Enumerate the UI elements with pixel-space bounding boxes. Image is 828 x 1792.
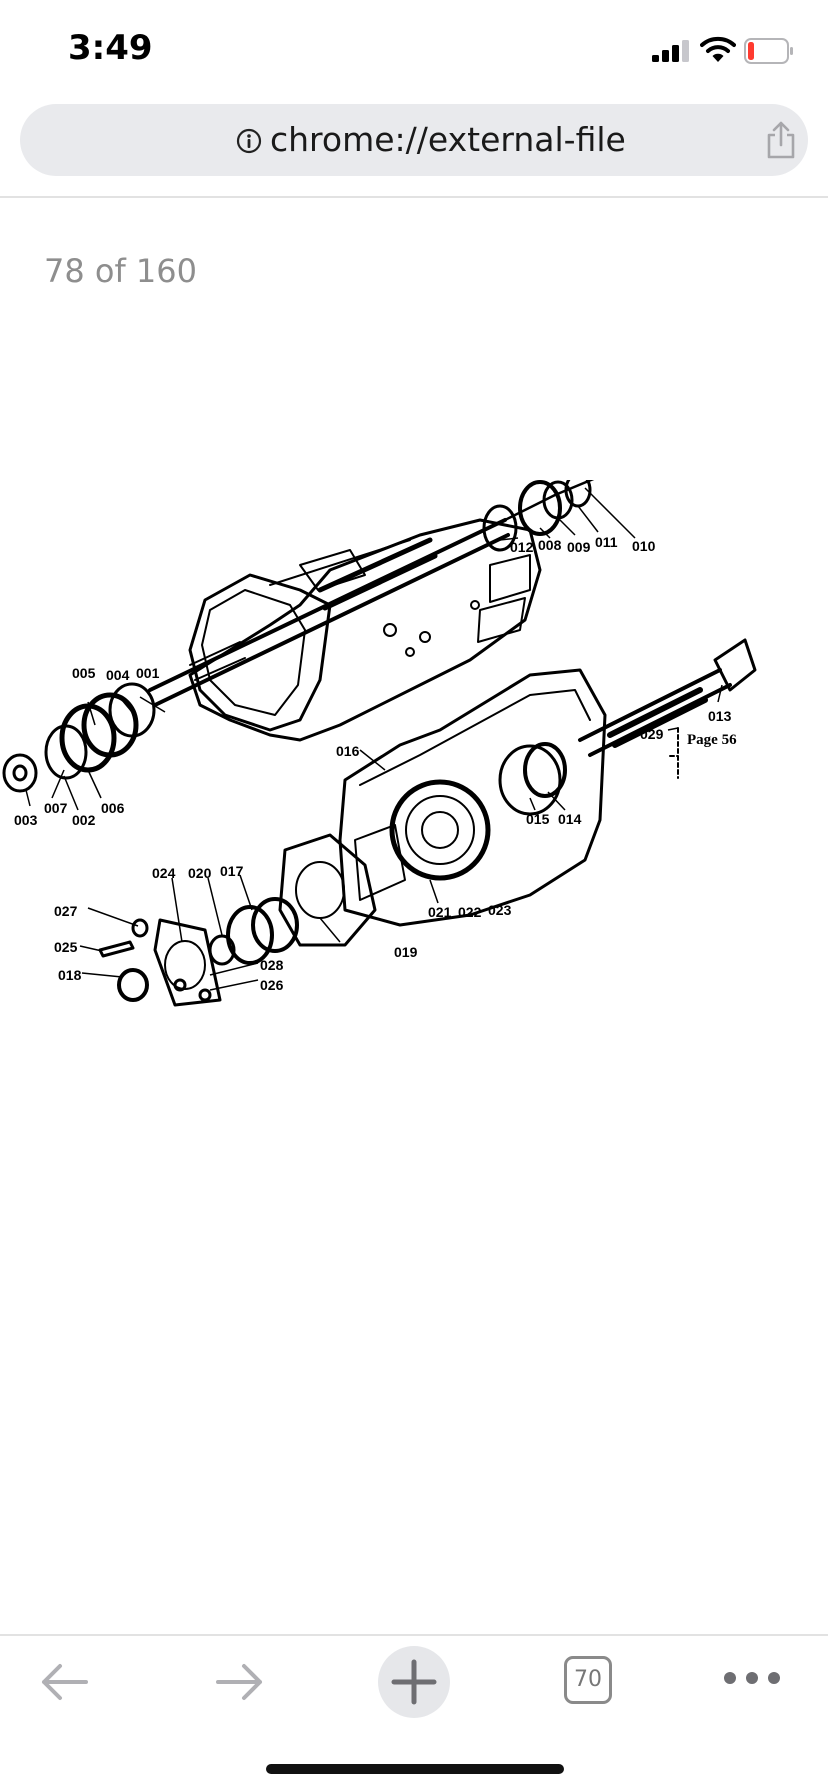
part-label-027: 027 xyxy=(54,903,78,919)
wifi-icon xyxy=(700,36,736,62)
part-label-007: 007 xyxy=(44,800,68,816)
page-reference-label: Page 56 xyxy=(687,732,737,748)
forward-arrow-icon[interactable] xyxy=(212,1654,268,1710)
part-label-006: 006 xyxy=(101,800,125,816)
part-label-011: 011 xyxy=(595,534,618,550)
status-time: 3:49 xyxy=(68,28,153,68)
part-label-021: 021 xyxy=(428,904,452,920)
part-label-001: 001 xyxy=(136,665,160,681)
part-label-026: 026 xyxy=(260,977,284,993)
new-tab-button[interactable] xyxy=(378,1646,450,1718)
upper-housing xyxy=(188,518,542,742)
bottom-toolbar: 70 xyxy=(0,1636,828,1756)
tab-switcher-button[interactable]: 70 xyxy=(564,1656,612,1704)
signal-icon xyxy=(652,40,689,62)
part-label-017: 017 xyxy=(220,863,244,879)
part-label-012: 012 xyxy=(510,539,534,555)
toolbar-divider xyxy=(0,1634,828,1636)
tab-count: 70 xyxy=(574,1667,602,1692)
part-label-004: 004 xyxy=(106,667,130,683)
part-label-016: 016 xyxy=(336,743,360,759)
lower-housing xyxy=(338,668,607,927)
part-label-009: 009 xyxy=(567,539,591,555)
flange-group xyxy=(98,833,377,1007)
part-label-003: 003 xyxy=(14,812,38,828)
share-icon[interactable] xyxy=(764,120,798,160)
back-arrow-icon[interactable] xyxy=(36,1654,92,1710)
gear-cluster xyxy=(2,682,156,793)
address-bar[interactable]: chrome://external-file xyxy=(20,104,808,176)
part-label-020: 020 xyxy=(188,865,212,881)
home-indicator xyxy=(266,1764,564,1774)
part-label-008: 008 xyxy=(538,537,562,553)
part-label-014: 014 xyxy=(558,811,582,827)
battery-low-icon xyxy=(744,38,793,64)
part-label-002: 002 xyxy=(72,812,96,828)
info-icon[interactable] xyxy=(236,128,262,154)
part-label-010: 010 xyxy=(632,538,656,554)
part-label-024: 024 xyxy=(152,865,176,881)
more-icon[interactable] xyxy=(722,1666,782,1690)
pinion-shaft xyxy=(578,638,757,757)
part-label-019: 019 xyxy=(394,944,418,960)
part-label-015: 015 xyxy=(526,811,550,827)
part-label-022: 022 xyxy=(458,904,482,920)
header-divider xyxy=(0,196,828,198)
part-label-028: 028 xyxy=(260,957,284,973)
part-label-013: 013 xyxy=(708,708,732,724)
url-text[interactable]: chrome://external-file xyxy=(270,120,626,159)
status-bar: 3:49 xyxy=(0,0,828,100)
page-counter: 78 of 160 xyxy=(44,252,197,290)
part-label-029: 029 xyxy=(640,726,664,742)
plus-icon xyxy=(391,1659,437,1705)
part-label-023: 023 xyxy=(488,902,512,918)
exploded-parts-diagram: 001 005 004 006 007 002 003 012 008 009 … xyxy=(2,480,757,1007)
part-label-025: 025 xyxy=(54,939,78,955)
part-label-018: 018 xyxy=(58,967,82,983)
part-label-005: 005 xyxy=(72,665,96,681)
